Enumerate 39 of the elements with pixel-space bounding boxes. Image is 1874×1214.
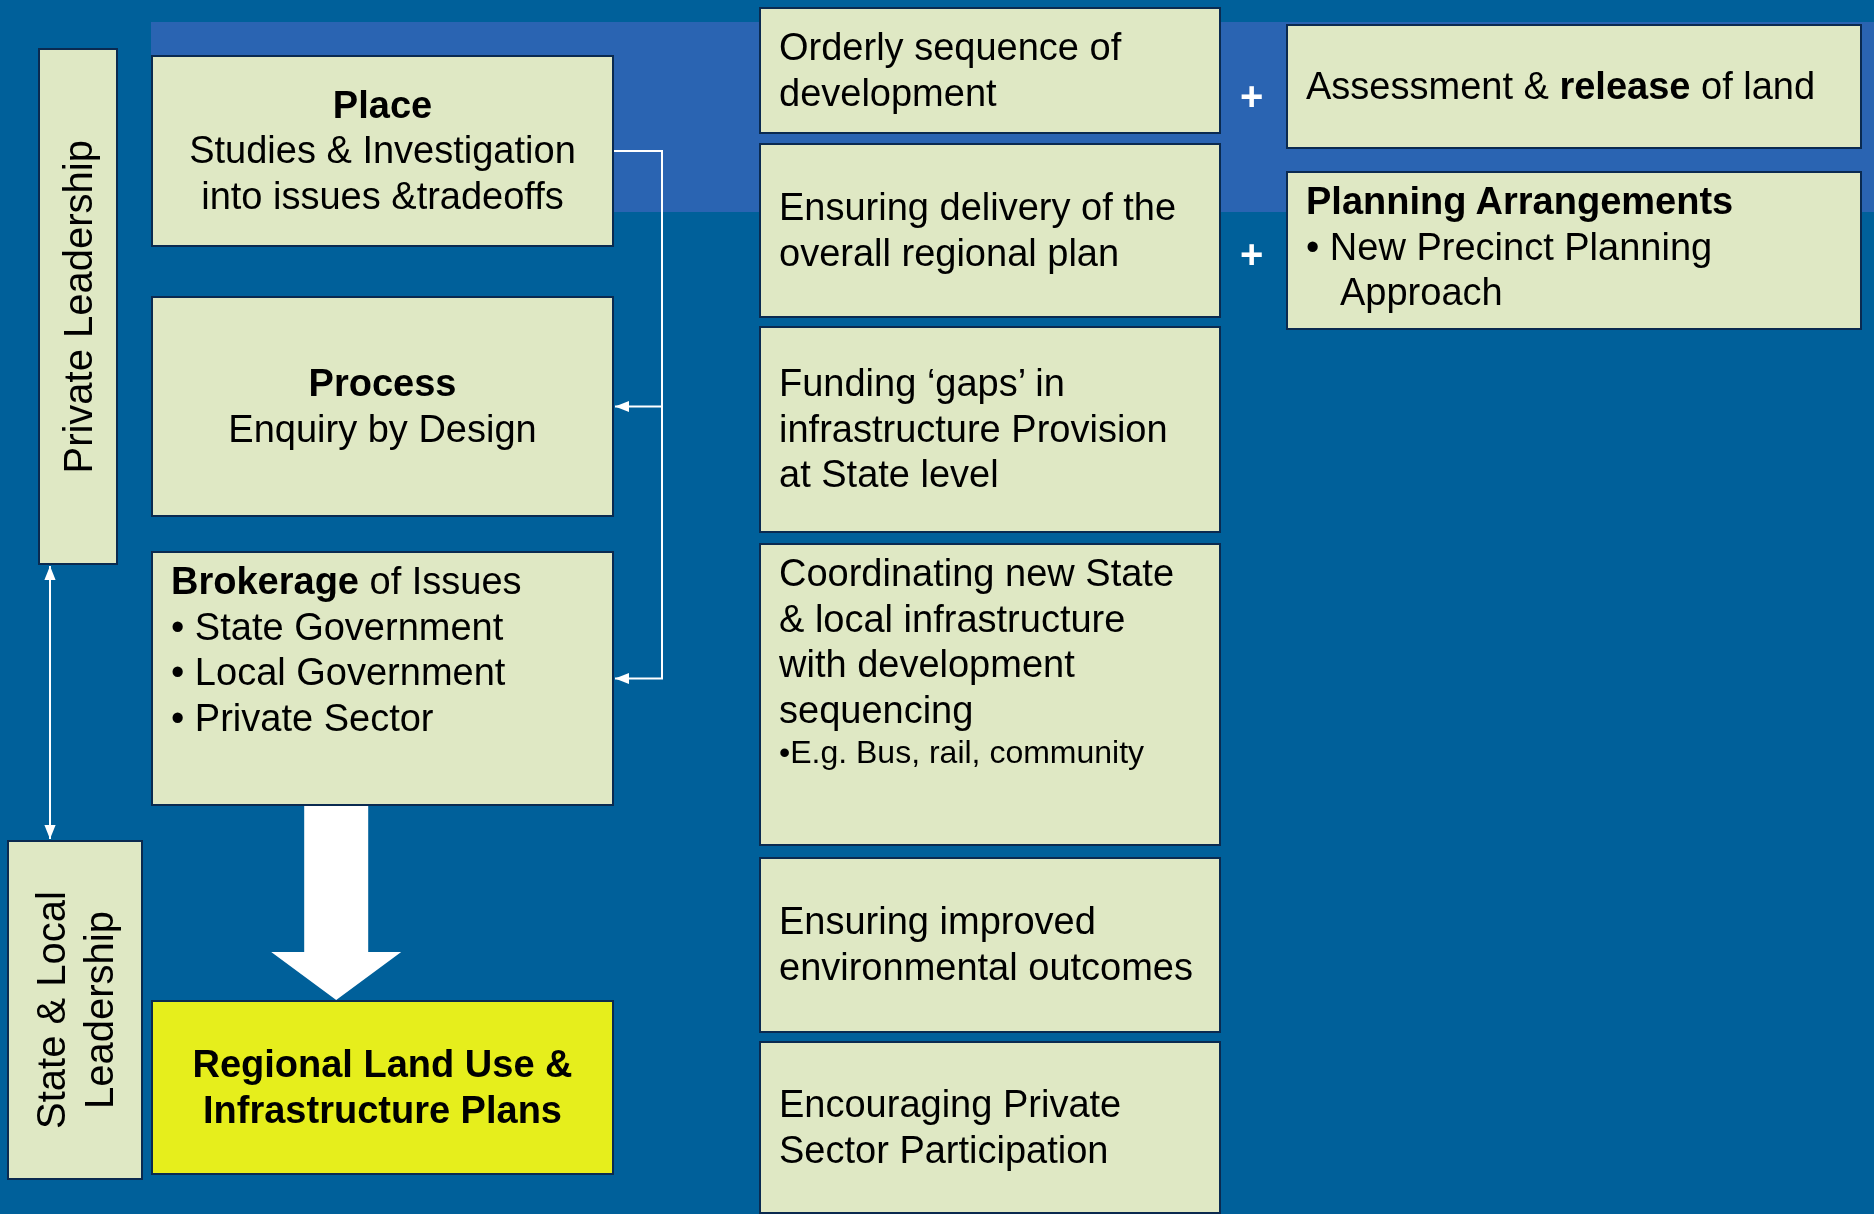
bullet-item: • Private Sector bbox=[171, 695, 435, 741]
body-text: Ensuring delivery of the overall regional plan bbox=[779, 184, 1178, 276]
body-text: Enquiry by Design bbox=[228, 406, 537, 452]
heading: Place bbox=[332, 82, 433, 128]
text-box bbox=[759, 857, 1221, 1033]
text-box bbox=[1286, 24, 1862, 149]
body-text: Ensuring improved environmental outcomes bbox=[779, 899, 1194, 990]
body-text: Regional Land Use & Infrastructure Plans bbox=[191, 1041, 574, 1133]
heading: Process bbox=[308, 360, 457, 406]
text-box bbox=[759, 143, 1221, 318]
text-box bbox=[759, 1041, 1221, 1214]
plus-sign: + bbox=[1240, 232, 1264, 277]
body-text: Brokerage of Issues bbox=[171, 559, 523, 604]
text-box bbox=[759, 543, 1221, 846]
body-text: Assessment & release of land bbox=[1306, 63, 1817, 109]
body-text: Funding ‘gaps’ in infrastructure Provision at State level bbox=[779, 361, 1169, 498]
block-arrow bbox=[271, 806, 402, 1000]
body-text: Orderly sequence of development bbox=[779, 24, 1123, 116]
bullet-item: • State Government bbox=[171, 604, 505, 650]
body-text: Studies & Investigation into issues &tradeoffs bbox=[188, 128, 577, 219]
side-label-box bbox=[38, 48, 118, 565]
heading: Planning Arrangements bbox=[1306, 179, 1735, 224]
text-box bbox=[151, 55, 614, 247]
body-text: Encouraging Private Sector Participation bbox=[779, 1081, 1123, 1173]
plus-sign: + bbox=[1240, 74, 1264, 119]
body-text: State & Local Leadership bbox=[28, 890, 122, 1131]
text-box bbox=[759, 7, 1221, 134]
result-box bbox=[151, 1000, 614, 1175]
arrow bbox=[44, 565, 56, 840]
side-label-box bbox=[7, 840, 143, 1180]
body-text: Coordinating new State & local infrastructure with development sequencing bbox=[779, 551, 1176, 733]
text-box bbox=[1286, 171, 1862, 330]
body-text: Private Leadership bbox=[55, 139, 101, 474]
text-box bbox=[151, 551, 614, 806]
body-text: •E.g. Bus, rail, community bbox=[779, 733, 1146, 772]
text-box bbox=[151, 296, 614, 517]
bullet-item: • Local Government bbox=[171, 650, 507, 696]
text-box bbox=[759, 326, 1221, 533]
bullet-item: • New Precinct Planning Approach bbox=[1306, 224, 1714, 316]
